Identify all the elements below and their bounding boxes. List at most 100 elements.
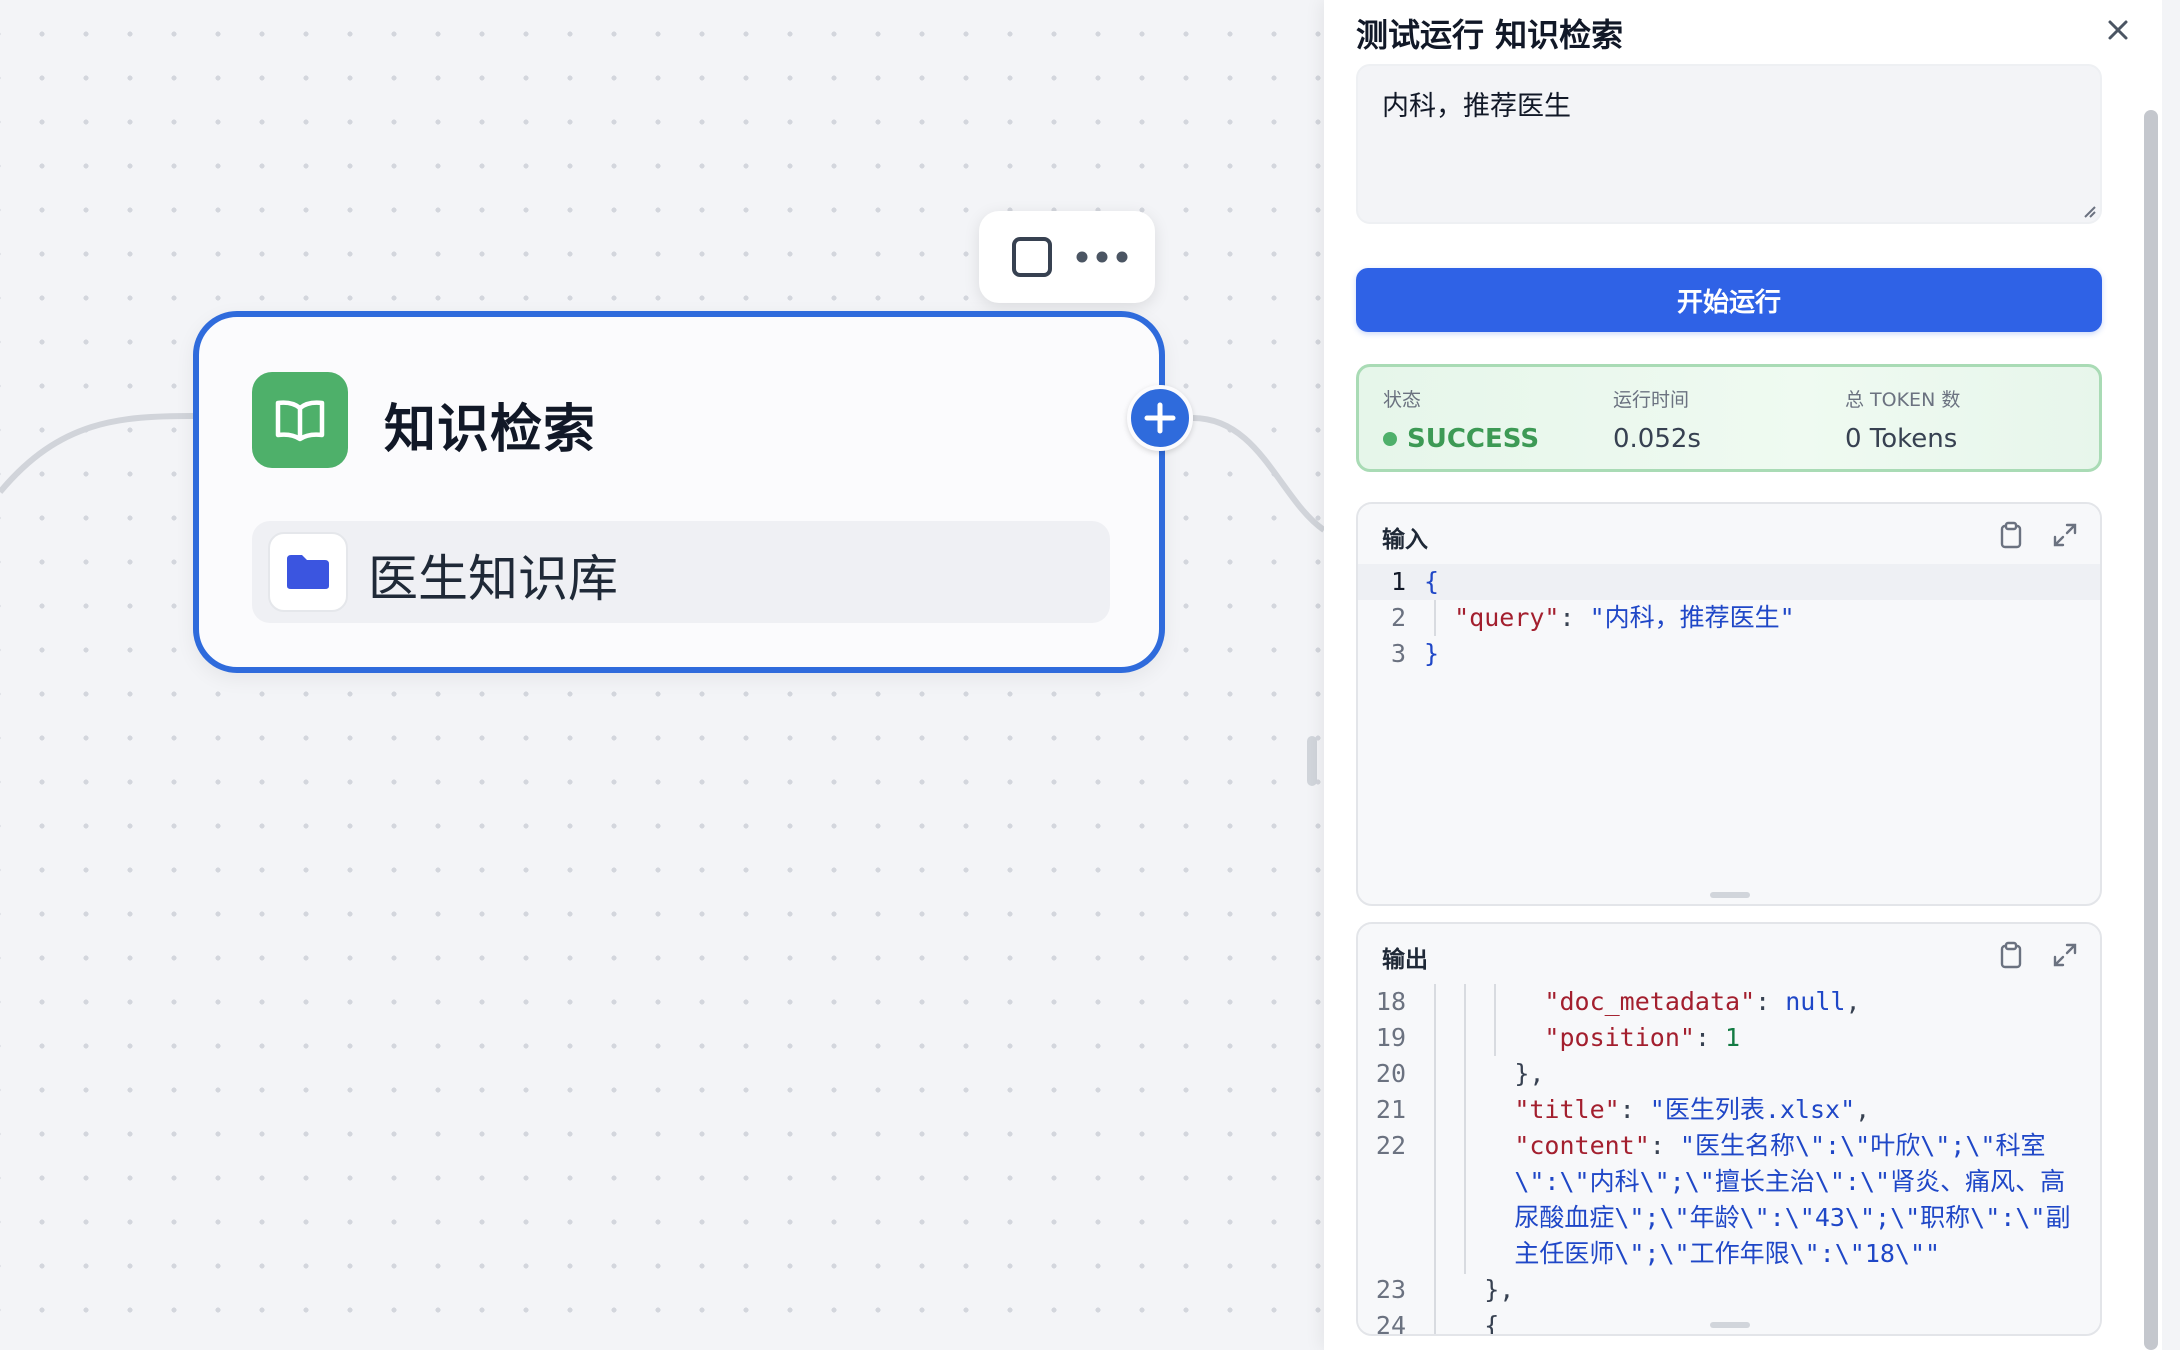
code-token: 1 [1725,1023,1741,1052]
code-text: "content": "医生名称\":\"叶欣\";\"科室 [1424,1128,2045,1164]
code-token [1424,603,1454,632]
code-token [1424,1239,1514,1268]
code-token: 尿酸血症\";\"年龄\":\"43\";\"职称\":\"副 [1514,1203,2071,1232]
clipboard-icon[interactable] [1994,938,2028,972]
line-number: 23 [1375,1275,1406,1304]
code-token: , [1845,987,1861,1016]
code-token: { [1484,1311,1500,1336]
workflow-canvas[interactable]: 知识检索 医生知识库 [0,0,1324,1350]
status-stat: 状态 SUCCESS [1383,385,1539,454]
code-line: 24 { [1358,1308,2100,1336]
time-value: 0.052s [1613,424,1701,454]
code-token: }, [1484,1275,1515,1304]
code-token: "doc_metadata" [1544,987,1756,1016]
token-label: 总 TOKEN 数 [1845,389,1961,411]
knowledge-base-item[interactable]: 医生知识库 [252,521,1110,623]
line-number: 19 [1375,1023,1406,1052]
code-token: null [1785,987,1846,1016]
close-icon[interactable] [2098,10,2138,50]
code-token: "position" [1544,1023,1695,1052]
code-token: , [1855,1095,1871,1124]
plus-icon [1144,402,1176,434]
add-node-button[interactable] [1127,385,1193,451]
code-line: 19 "position": 1 [1358,1020,2100,1056]
node-toolbar [979,211,1155,303]
code-token: : [1649,1131,1680,1160]
code-line: \":\"内科\";\"擅长主治\":\"肾炎、痛风、高 [1358,1164,2100,1200]
status-label: 状态 [1383,389,1422,411]
panel-scrollbar[interactable] [2144,110,2158,1350]
code-line: 2 "query": "内科，推荐医生" [1358,600,2100,636]
code-token: \":\"内科\";\"擅长主治\":\"肾炎、痛风、高 [1514,1167,2066,1196]
input-header: 输入 [1358,504,2100,564]
code-token [1424,1167,1514,1196]
code-text: "query": "内科，推荐医生" [1424,600,1795,636]
panel-title: 测试运行 知识检索 [1356,16,1624,54]
code-line: 3} [1358,636,2100,672]
input-title: 输入 [1382,527,1428,553]
code-line: 20 }, [1358,1056,2100,1092]
output-resize-handle[interactable] [1710,1322,1750,1328]
code-line: 主任医师\";\"工作年限\":\"18\"" [1358,1236,2100,1272]
code-line: 1{ [1358,564,2100,600]
code-token [1424,1023,1544,1052]
book-open-icon [252,372,348,468]
square-icon[interactable] [1004,229,1060,285]
more-horizontal-icon[interactable] [1074,229,1130,285]
expand-icon[interactable] [2048,938,2082,972]
resize-grip-icon[interactable] [2082,204,2096,218]
code-token: : [1694,1023,1726,1052]
line-number: 2 [1390,603,1406,632]
test-run-panel: 测试运行 知识检索 开始运行 状态 SUCCESS 运行时间 0.052s 总 … [1324,0,2162,1350]
code-token [1424,1059,1514,1088]
time-stat: 运行时间 0.052s [1613,385,1701,454]
code-token: }, [1514,1059,1545,1088]
input-code-body[interactable]: 1{2 "query": "内科，推荐医生"3} [1358,564,2100,672]
status-value: SUCCESS [1383,424,1539,454]
code-text: { [1424,564,1439,600]
panel-resize-handle[interactable] [1307,736,1317,786]
indent-guide [1494,984,1496,1056]
code-text: "doc_metadata": null, [1424,984,1861,1020]
code-text: 尿酸血症\";\"年龄\":\"43\";\"职称\":\"副 [1424,1200,2070,1236]
clipboard-icon[interactable] [1994,518,2028,552]
code-token: "内科，推荐医生" [1589,603,1795,632]
output-title: 输出 [1382,947,1428,973]
code-token: 主任医师\";\"工作年限\":\"18\"" [1514,1239,1941,1268]
code-text: }, [1424,1272,1514,1308]
output-header: 输出 [1358,924,2100,984]
code-text: 主任医师\";\"工作年限\":\"18\"" [1424,1236,1940,1272]
start-run-button[interactable]: 开始运行 [1356,268,2102,332]
folder-icon [268,532,348,612]
code-token: "医生名称\":\"叶欣\";\"科室 [1679,1131,2046,1160]
status-text: SUCCESS [1407,424,1540,454]
input-resize-handle[interactable] [1710,892,1750,898]
code-text: }, [1424,1056,1544,1092]
code-token: : [1755,987,1786,1016]
output-code-panel: 输出 18 "doc_metadata": null,19 "position"… [1356,922,2102,1336]
success-dot-icon [1383,432,1397,446]
time-label: 运行时间 [1613,389,1690,411]
run-status-card: 状态 SUCCESS 运行时间 0.052s 总 TOKEN 数 0 Token… [1356,364,2102,472]
line-number: 3 [1390,639,1406,668]
token-stat: 总 TOKEN 数 0 Tokens [1845,385,1960,454]
code-line: 22 "content": "医生名称\":\"叶欣\";\"科室 [1358,1128,2100,1164]
output-code-body[interactable]: 18 "doc_metadata": null,19 "position": 1… [1358,984,2100,1336]
code-token [1424,1095,1514,1124]
code-text: "position": 1 [1424,1020,1740,1056]
code-token: } [1424,639,1440,668]
code-token [1424,1203,1514,1232]
code-token: "医生列表.xlsx" [1649,1095,1856,1124]
code-token: "content" [1514,1131,1650,1160]
node-title: 知识检索 [384,400,597,460]
code-line: 21 "title": "医生列表.xlsx", [1358,1092,2100,1128]
indent-guide [1434,984,1436,1334]
code-token: "query" [1454,603,1560,632]
query-input[interactable] [1356,64,2102,224]
line-number: 24 [1375,1311,1406,1336]
code-text: "title": "医生列表.xlsx", [1424,1092,1870,1128]
knowledge-retrieval-node[interactable]: 知识检索 医生知识库 [193,311,1165,673]
code-text: } [1424,636,1439,672]
expand-icon[interactable] [2048,518,2082,552]
token-value: 0 Tokens [1845,424,1958,454]
